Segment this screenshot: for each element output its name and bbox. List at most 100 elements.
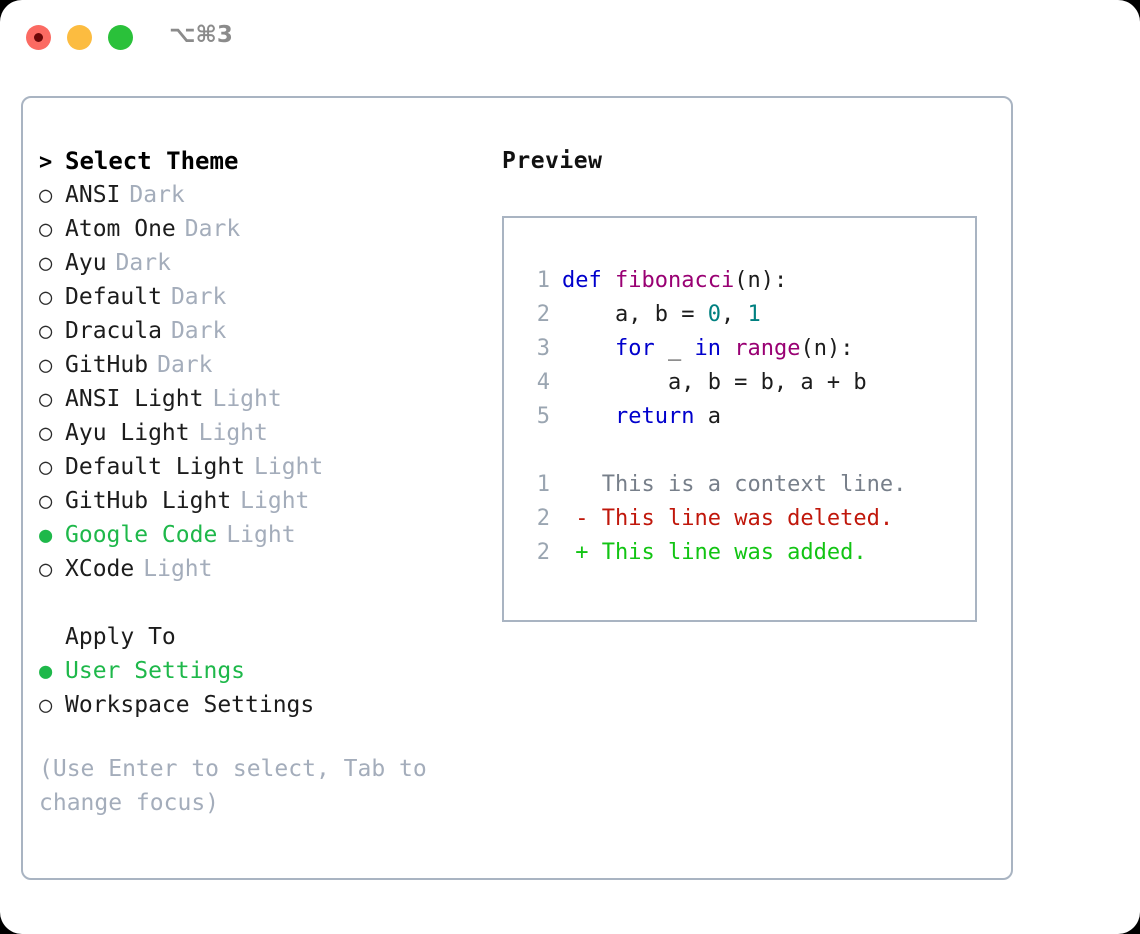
code-line: 1 def fibonacci(n): [522,264,975,298]
line-number: 2 [536,302,550,327]
line-number: 1 [536,472,550,497]
code-text: a, b = b, a + b [562,366,867,400]
theme-name: ANSI Light [65,386,204,412]
code-token-plain: (n): [800,336,854,361]
radio-selected-icon: ● [39,523,53,548]
theme-list-item[interactable]: ○ Ayu Light Light [39,416,489,450]
radio-unselected-icon: ○ [39,455,53,480]
diff-sample: 1 This is a context line.2 - This line w… [522,468,975,570]
theme-name: Default [65,284,162,310]
code-token-num: 0 [707,302,721,327]
code-token-plain: , [720,302,748,327]
radio-unselected-icon: ○ [39,489,53,514]
code-token-fn: range [734,336,801,361]
theme-variant-badge: Dark [184,216,241,242]
radio-unselected-icon: ○ [39,217,53,242]
theme-list-item[interactable]: ● Google Code Light [39,518,489,552]
line-number: 2 [536,506,550,531]
close-button[interactable] [26,25,51,50]
theme-variant-badge: Light [212,386,282,412]
theme-name: Ayu Light [65,420,190,446]
theme-variant-badge: Light [143,556,213,582]
page-title: Select Theme [65,147,239,175]
code-line: 5 return a [522,400,975,434]
theme-variant-badge: Light [226,522,296,548]
radio-unselected-icon: ○ [39,421,53,446]
preview-title: Preview [502,148,603,174]
code-token-kw: return [614,404,695,429]
code-diff-spacer [522,434,975,468]
code-token-fn: fibonacci [615,268,735,293]
theme-variant-badge: Light [198,420,268,446]
list-spacer [39,586,489,620]
code-token-kw: for [614,336,655,361]
radio-selected-icon: ● [39,659,53,684]
code-token-plain [562,404,615,429]
theme-name: Default Light [65,454,246,480]
radio-unselected-icon: ○ [39,693,53,718]
code-token-plain: (n): [734,268,788,293]
line-number: 4 [536,370,550,395]
theme-name: GitHub Light [65,488,232,514]
line-number: 1 [536,268,550,293]
theme-list-item[interactable]: ○ ANSI Light Light [39,382,489,416]
radio-unselected-icon: ○ [39,319,53,344]
theme-name: Google Code [65,522,218,548]
theme-list-header: > Select Theme [39,144,489,178]
diff-marker [562,468,602,502]
diff-line: 2 - This line was deleted. [522,502,975,536]
code-token-plain [602,268,615,293]
maximize-button[interactable] [108,25,133,50]
apply-to-option-label: User Settings [65,658,246,684]
radio-unselected-icon: ○ [39,387,53,412]
theme-name: ANSI [65,182,121,208]
keyboard-shortcut-label: ⌥⌘3 [169,22,233,48]
theme-list-item[interactable]: ○ Default Light Light [39,450,489,484]
code-text: return a [562,400,721,434]
apply-to-option-label: Workspace Settings [65,692,315,718]
code-token-num: 1 [747,302,761,327]
diff-line: 1 This is a context line. [522,468,975,502]
theme-variant-badge: Dark [129,182,185,208]
minimize-button[interactable] [67,25,92,50]
diff-text: This is a context line. [601,472,907,497]
theme-name: Dracula [65,318,162,344]
code-token-plain: a, b = [562,302,708,327]
radio-unselected-icon: ○ [39,285,53,310]
code-line: 4 a, b = b, a + b [522,366,975,400]
code-token-plain: a [694,404,721,429]
diff-line: 2 + This line was added. [522,536,975,570]
diff-text: This line was added. [601,540,867,565]
theme-variant-badge: Dark [115,250,171,276]
apply-to-option[interactable]: ○ Workspace Settings [39,688,489,722]
help-hint: (Use Enter to select, Tab to change focu… [39,756,427,816]
diff-text: This line was deleted. [601,506,894,531]
apply-to-option[interactable]: ● User Settings [39,654,489,688]
radio-unselected-icon: ○ [39,353,53,378]
line-number: 3 [536,336,550,361]
code-text: def fibonacci(n): [562,264,787,298]
prompt-caret-icon: > [39,150,53,175]
code-token-plain [721,336,734,361]
theme-name: GitHub [65,352,149,378]
radio-unselected-icon: ○ [39,251,53,276]
code-line: 2 a, b = 0, 1 [522,298,975,332]
theme-name: XCode [65,556,135,582]
theme-variant-badge: Light [254,454,324,480]
code-text: a, b = 0, 1 [562,298,761,332]
